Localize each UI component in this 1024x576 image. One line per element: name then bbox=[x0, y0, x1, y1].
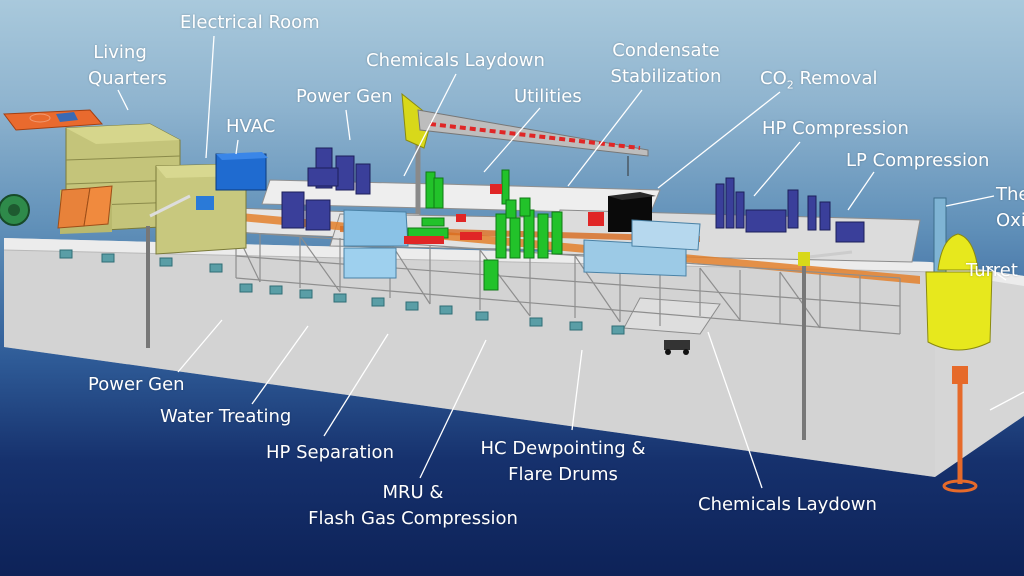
living-quarters-block bbox=[0, 109, 181, 234]
co2-removal-block bbox=[583, 219, 701, 277]
aft-crane bbox=[798, 250, 853, 440]
compression-equipment bbox=[715, 177, 865, 243]
label-living-quarters: Living Quarters bbox=[88, 40, 167, 92]
water-treating-equipment bbox=[343, 209, 409, 279]
label-power-gen-top: Power Gen bbox=[296, 86, 393, 107]
label-co2-rest: Removal bbox=[793, 68, 878, 89]
label-co2-main: CO bbox=[760, 68, 787, 89]
power-gen-equipment bbox=[281, 147, 371, 231]
label-mru: MRU & Flash Gas Compression bbox=[300, 480, 526, 532]
label-living-quarters-line-2: Quarters bbox=[88, 68, 167, 89]
green-process-equipment bbox=[407, 169, 563, 291]
label-thermal-oxidizer-line-2: Oxi bbox=[996, 210, 1024, 231]
label-electrical-room: Electrical Room bbox=[180, 12, 320, 33]
electrical-room-block bbox=[146, 152, 268, 348]
label-mru-line-1: MRU & bbox=[382, 482, 444, 503]
label-hp-separation: HP Separation bbox=[266, 442, 394, 463]
label-co2-sub: 2 bbox=[786, 78, 794, 92]
label-living-quarters-line-1: Living bbox=[93, 42, 147, 63]
deck-vehicle bbox=[664, 340, 690, 355]
label-hc-dewpointing-line-1: HC Dewpointing & bbox=[480, 438, 646, 459]
label-thermal-oxidizer-line-1: The bbox=[996, 184, 1024, 205]
deck-edge-blocks bbox=[59, 249, 625, 335]
label-water-treating: Water Treating bbox=[160, 406, 292, 427]
label-hvac: HVAC bbox=[226, 116, 276, 137]
label-utilities: Utilities bbox=[514, 86, 582, 107]
label-chemicals-laydown-bottom: Chemicals Laydown bbox=[698, 494, 877, 515]
label-hc-dewpointing: HC Dewpointing & Flare Drums bbox=[474, 436, 652, 488]
label-condensate-stabilization: Condensate Stabilization bbox=[606, 38, 726, 90]
label-turret: Turret bbox=[966, 260, 1018, 281]
condensate-stabilization-block bbox=[608, 192, 656, 232]
label-condensate-line-2: Stabilization bbox=[610, 66, 722, 87]
label-thermal-oxidizer: The Oxi bbox=[996, 182, 1024, 234]
label-power-gen-bottom: Power Gen bbox=[88, 374, 185, 395]
label-hp-compression: HP Compression bbox=[762, 118, 909, 139]
turret bbox=[925, 233, 993, 493]
label-co2-removal: CO2 Removal bbox=[760, 66, 877, 99]
label-mru-line-2: Flash Gas Compression bbox=[308, 508, 518, 529]
leader-lines bbox=[117, 35, 1024, 489]
label-hc-dewpointing-line-2: Flare Drums bbox=[508, 464, 618, 485]
label-lp-compression: LP Compression bbox=[846, 150, 990, 171]
red-process-equipment bbox=[404, 184, 604, 244]
label-condensate-line-1: Condensate bbox=[612, 40, 720, 61]
label-chemicals-laydown-top: Chemicals Laydown bbox=[366, 50, 545, 71]
